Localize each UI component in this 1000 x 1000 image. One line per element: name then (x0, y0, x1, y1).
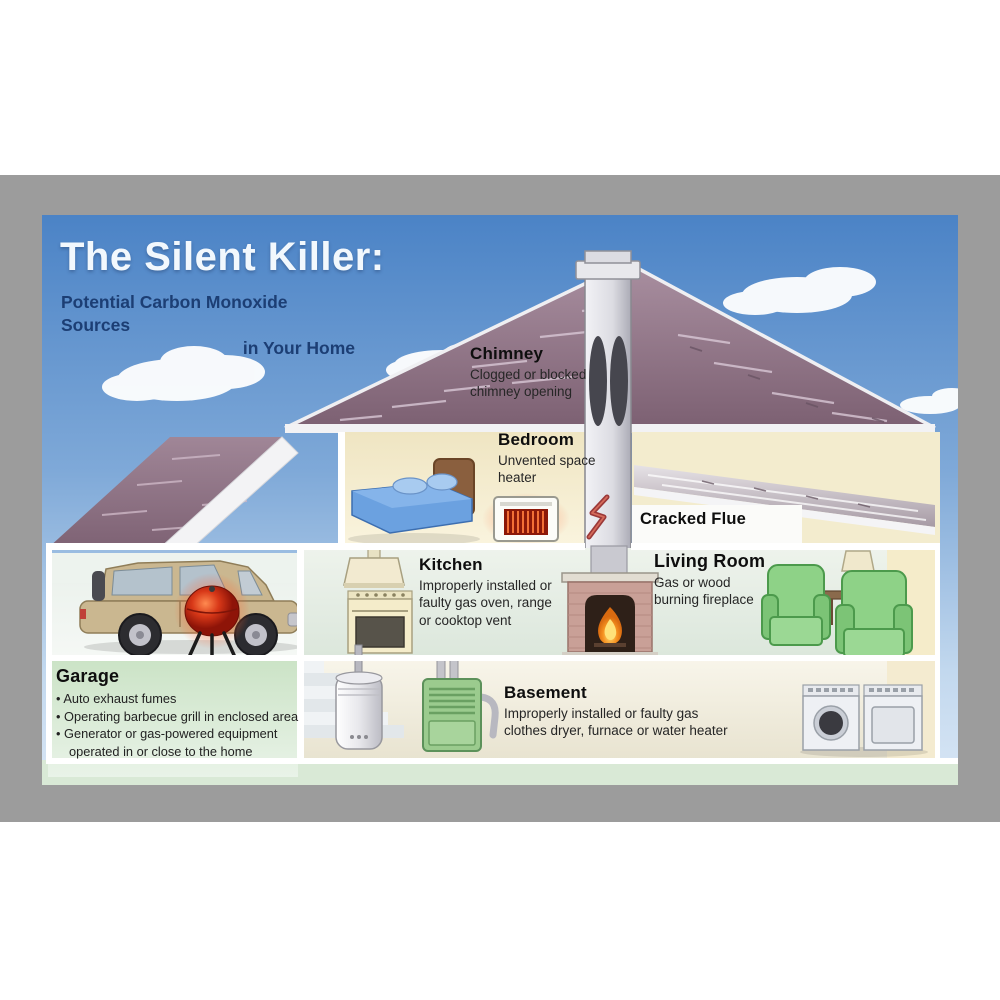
washer-icon (800, 684, 928, 757)
bedroom-title: Bedroom (498, 430, 575, 449)
poster-subtitle: Potential Carbon Monoxide Sources in You… (61, 291, 357, 359)
bbq-grill-icon (174, 573, 250, 658)
bed-icon (348, 458, 480, 545)
garage-bullet-list: Auto exhaust fumes Operating barbecue gr… (56, 690, 300, 761)
kitchen-title: Kitchen (419, 555, 483, 574)
fire-icon (598, 607, 622, 645)
garage-bullet-3: Generator or gas-powered equipment opera… (56, 725, 300, 760)
kitchen-desc: Improperly installed or faulty gas oven,… (419, 578, 552, 628)
furnace-icon (422, 657, 499, 752)
range-hood-icon (343, 547, 405, 588)
basement-title: Basement (504, 683, 587, 702)
bedroom-illustration (338, 432, 585, 546)
living-room-title: Living Room (654, 551, 766, 571)
chimney-desc: Clogged or blocked chimney opening (470, 367, 587, 400)
bedroom-label: Bedroom Unvented space heater (498, 430, 598, 487)
cracked-flue-band (632, 505, 802, 546)
garage-title: Garage (56, 666, 120, 686)
stove-icon (347, 590, 413, 654)
first-floor-illustration (302, 545, 940, 658)
subtitle-line1: Potential Carbon Monoxide Sources (61, 292, 288, 335)
bedroom-desc: Unvented space heater (498, 453, 596, 486)
living-room-desc: Gas or wood burning fireplace (654, 575, 754, 608)
basement-illustration (302, 644, 940, 760)
cracked-flue-label: Cracked Flue (640, 510, 746, 531)
kitchen-label: Kitchen Improperly installed or faulty g… (419, 555, 561, 629)
poster-title: The Silent Killer: (60, 235, 385, 279)
armchair-icon (761, 564, 831, 646)
poster: The Silent Killer: Potential Carbon Mono… (42, 215, 958, 785)
subtitle-line2: in Your Home (242, 337, 355, 358)
basement-desc: Improperly installed or faulty gas cloth… (504, 706, 728, 739)
cracked-flue-title: Cracked Flue (640, 510, 747, 528)
chimney-title: Chimney (470, 344, 544, 363)
dryer-icon (863, 684, 923, 751)
armchair-icon-2 (835, 570, 913, 658)
crack-icon (586, 494, 610, 540)
chimney-label: Chimney Clogged or blocked chimney openi… (470, 344, 592, 401)
chimney-blockage-icon (589, 336, 628, 426)
right-wing (632, 432, 940, 546)
garage-label: Garage Auto exhaust fumes Operating barb… (56, 666, 300, 761)
poster-frame: The Silent Killer: Potential Carbon Mono… (0, 175, 1000, 822)
basement-label: Basement Improperly installed or faulty … (504, 683, 742, 740)
garage-bullet-2: Operating barbecue grill in enclosed are… (56, 708, 300, 726)
garage-bullet-1: Auto exhaust fumes (56, 690, 300, 708)
living-room-label: Living Room Gas or wood burning fireplac… (654, 551, 772, 609)
chimney-icon (575, 250, 641, 579)
house-cutaway-illustration (42, 215, 958, 785)
structure-lines (46, 432, 958, 764)
space-heater-icon (482, 493, 570, 545)
